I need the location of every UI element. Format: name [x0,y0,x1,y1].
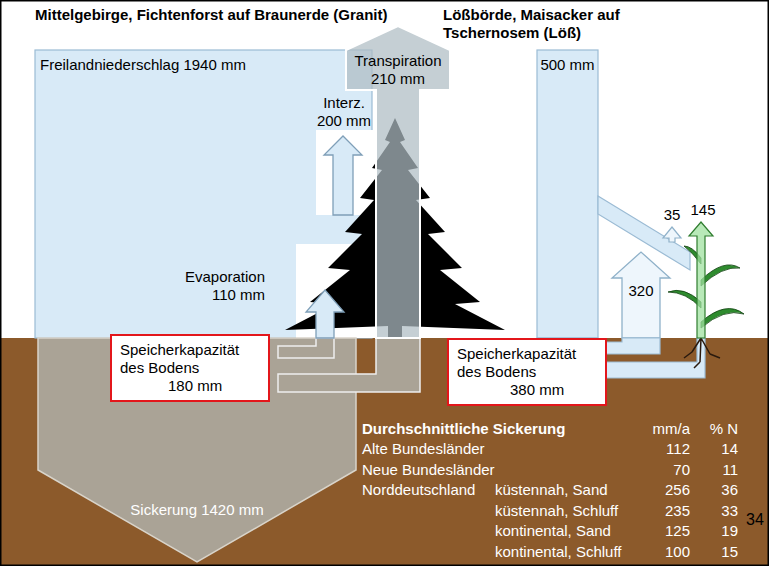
table-cell: Alte Bundesländer [362,440,485,457]
table-cell: 112 [666,440,690,457]
page-number: 34 [746,511,764,529]
table-cell: 100 [665,543,690,560]
flux-label: Freilandniederschlag 1940 mm [40,56,246,74]
panel-heading: Lößbörde, Maisacker auf Tschernosem (Löß… [443,6,703,42]
flux-value: 320 [628,282,653,300]
box-value: 180 mm [120,377,260,395]
panel-heading: Mittelgebirge, Fichtenforst auf Braunerd… [35,6,388,24]
maize-leaf [668,290,701,308]
table-cell: 15 [721,543,738,560]
maize-leaf [701,265,740,286]
interception-arrow [663,227,681,242]
table-cell: Norddeutschland [362,481,475,498]
plant-transpiration-arrow [689,222,713,338]
interception-notch [316,130,376,215]
storage-box: Speicherkapazität des Bodens180 mm [110,334,270,402]
flux-label: Interz. 200 mm [315,94,373,130]
flux-label: Evaporation 110 mm [170,268,265,304]
interception-arrow [324,136,362,215]
table-cell: 36 [721,481,738,498]
evaporation-soil-flow [600,338,660,354]
table-cell: kontinental, Schluff [495,543,621,560]
table-cell: 19 [721,522,738,539]
maize-leaf [701,309,744,328]
flux-value: 500 mm [540,56,594,74]
flux-label: Sickerung 1420 mm [130,501,263,519]
storage-box: Speicherkapazität des Bodens380 mm [447,338,607,406]
transpiration-soil-flow [278,338,420,392]
table-cell: Neue Bundesländer [362,461,495,478]
transpiration-arrow [346,26,450,338]
precipitation-column [537,50,598,338]
flux-label: Transpiration 210 mm [348,52,448,88]
box-heading: Speicherkapazität des Bodens [120,341,260,377]
table-header: mm/a [653,420,691,438]
table-header: % N [710,420,738,438]
seepage-arrow [38,338,356,562]
evaporation-arrow [612,252,670,338]
table-cell: küstennah, Sand [495,481,608,498]
table-cell: 33 [721,502,738,519]
table-cell: 235 [665,502,690,519]
maize-roots [684,338,720,368]
flux-value: 35 [664,206,681,224]
table-cell: kontinental, Sand [495,522,611,539]
evaporation-arrow [306,290,344,338]
table-cell: 256 [665,481,690,498]
box-heading: Speicherkapazität des Bodens [457,345,597,381]
table-cell: 11 [722,461,738,478]
table-cell: 14 [721,440,738,457]
table-cell: 125 [665,522,690,539]
flux-value: 145 [690,201,715,219]
table-title: Durchschnittliche Sickerung [362,420,565,438]
evaporation-soil-flow [278,338,334,358]
table-cell: 70 [673,461,690,478]
box-value: 380 mm [457,381,597,399]
table-cell: küstennah, Schluff [495,502,618,519]
